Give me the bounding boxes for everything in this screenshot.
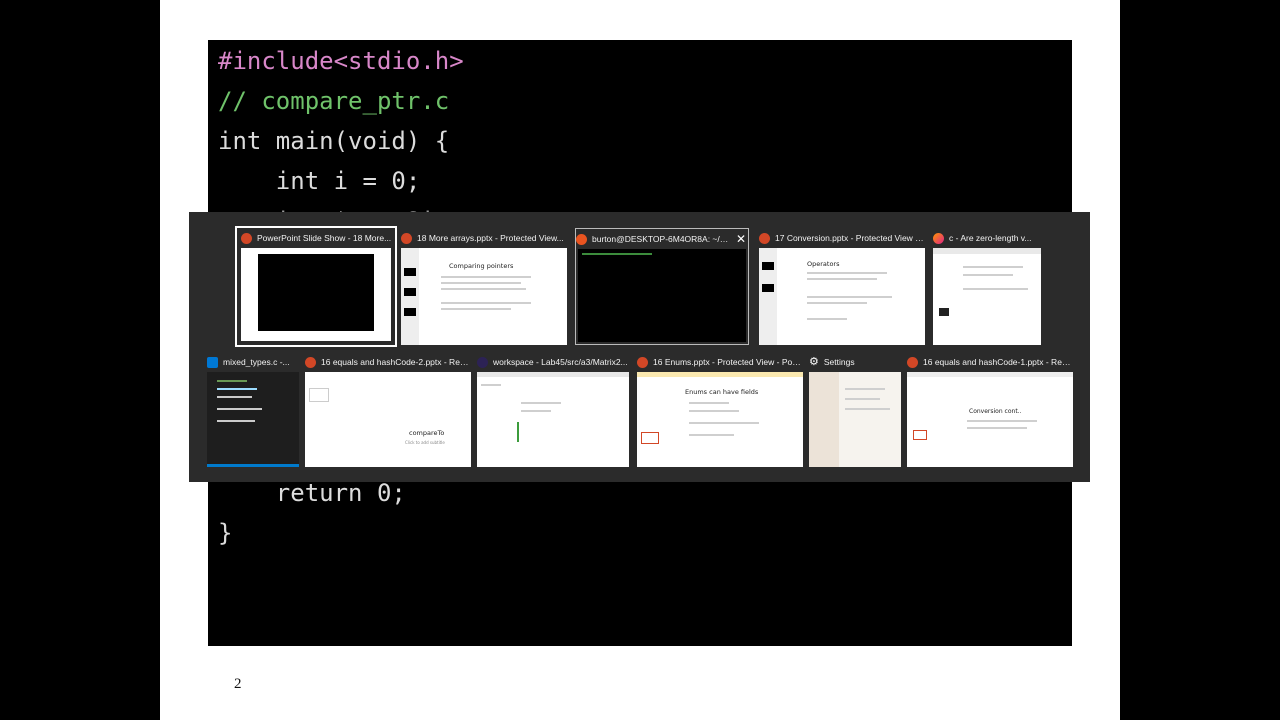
window-16-equals-hashcode-1[interactable]: 16 equals and hashCode-1.pptx - Rea... C… <box>907 352 1073 467</box>
window-title: mixed_types.c -... <box>223 357 290 367</box>
window-thumbnail <box>241 248 391 341</box>
powerpoint-icon <box>305 356 316 368</box>
window-ubuntu-terminal[interactable]: burton@DESKTOP-6M4OR8A: ~/CISC220/src ✕ <box>575 228 749 345</box>
switcher-row-1: PowerPoint Slide Show - 18 More... 18 Mo… <box>189 226 1090 347</box>
code-line-comment: // compare_ptr.c <box>218 87 450 115</box>
thumb-heading: compareTo <box>409 429 445 437</box>
thumb-heading: Operators <box>807 260 840 268</box>
thumb-subtitle: Click to add subtitle <box>405 440 445 445</box>
powerpoint-icon <box>759 232 770 244</box>
eclipse-icon <box>477 356 488 368</box>
window-thumbnail: Enums can have fields <box>637 372 803 467</box>
window-settings[interactable]: ⚙ Settings <box>809 352 901 467</box>
window-title: Settings <box>823 357 855 367</box>
window-title: workspace - Lab45/src/a3/Matrix2... <box>493 357 628 367</box>
window-17-conversion[interactable]: 17 Conversion.pptx - Protected View -...… <box>759 228 925 345</box>
code-line-return: return 0; <box>218 479 406 507</box>
code-line-main: int main(void) { <box>218 127 450 155</box>
powerpoint-icon <box>637 356 648 368</box>
gear-icon: ⚙ <box>809 355 819 368</box>
window-thumbnail <box>207 372 299 467</box>
switcher-row-2: mixed_types.c -... 16 equals and hashCod… <box>189 352 1090 468</box>
task-switcher: PowerPoint Slide Show - 18 More... 18 Mo… <box>189 212 1090 482</box>
window-firefox[interactable]: c - Are zero-length v... <box>933 228 1041 345</box>
window-title: c - Are zero-length v... <box>949 233 1032 243</box>
window-title: 16 Enums.pptx - Protected View - Pow... <box>653 357 803 367</box>
firefox-icon <box>933 232 944 244</box>
powerpoint-icon <box>401 232 412 244</box>
window-thumbnail <box>933 248 1041 345</box>
window-thumbnail: Operators <box>759 248 925 345</box>
window-18-more-arrays[interactable]: 18 More arrays.pptx - Protected View... … <box>401 228 567 345</box>
window-thumbnail <box>578 249 746 342</box>
window-title: 18 More arrays.pptx - Protected View... <box>417 233 564 243</box>
window-title: 16 equals and hashCode-1.pptx - Rea... <box>923 357 1073 367</box>
window-title: burton@DESKTOP-6M4OR8A: ~/CISC220/src <box>592 234 731 244</box>
window-16-equals-hashcode-2[interactable]: 16 equals and hashCode-2.pptx - Rea... c… <box>305 352 471 467</box>
code-line-include: #include<stdio.h> <box>218 47 464 75</box>
window-thumbnail: compareTo Click to add subtitle <box>305 372 471 467</box>
thumb-heading: Enums can have fields <box>685 388 759 396</box>
close-icon[interactable]: ✕ <box>735 232 746 246</box>
window-thumbnail <box>809 372 901 467</box>
window-thumbnail <box>477 372 629 467</box>
window-vscode[interactable]: mixed_types.c -... <box>207 352 299 467</box>
powerpoint-icon <box>241 232 252 244</box>
window-title: 16 equals and hashCode-2.pptx - Rea... <box>321 357 471 367</box>
powerpoint-icon <box>907 356 918 368</box>
window-thumbnail: Comparing pointers <box>401 248 567 345</box>
ubuntu-icon <box>576 233 587 245</box>
window-thumbnail: Conversion cont.. <box>907 372 1073 467</box>
window-powerpoint-slideshow[interactable]: PowerPoint Slide Show - 18 More... <box>235 226 397 347</box>
window-16-enums[interactable]: 16 Enums.pptx - Protected View - Pow... … <box>637 352 803 467</box>
thumb-heading: Conversion cont.. <box>969 408 1022 415</box>
thumb-heading: Comparing pointers <box>449 262 514 270</box>
window-title: 17 Conversion.pptx - Protected View -... <box>775 233 925 243</box>
window-title: PowerPoint Slide Show - 18 More... <box>257 233 392 243</box>
code-line-int-i: int i = 0; <box>218 167 421 195</box>
vscode-icon <box>207 356 218 368</box>
code-line-close-brace: } <box>218 519 233 547</box>
slide-number: 2 <box>234 676 242 692</box>
window-eclipse-workspace[interactable]: workspace - Lab45/src/a3/Matrix2... <box>477 352 629 467</box>
